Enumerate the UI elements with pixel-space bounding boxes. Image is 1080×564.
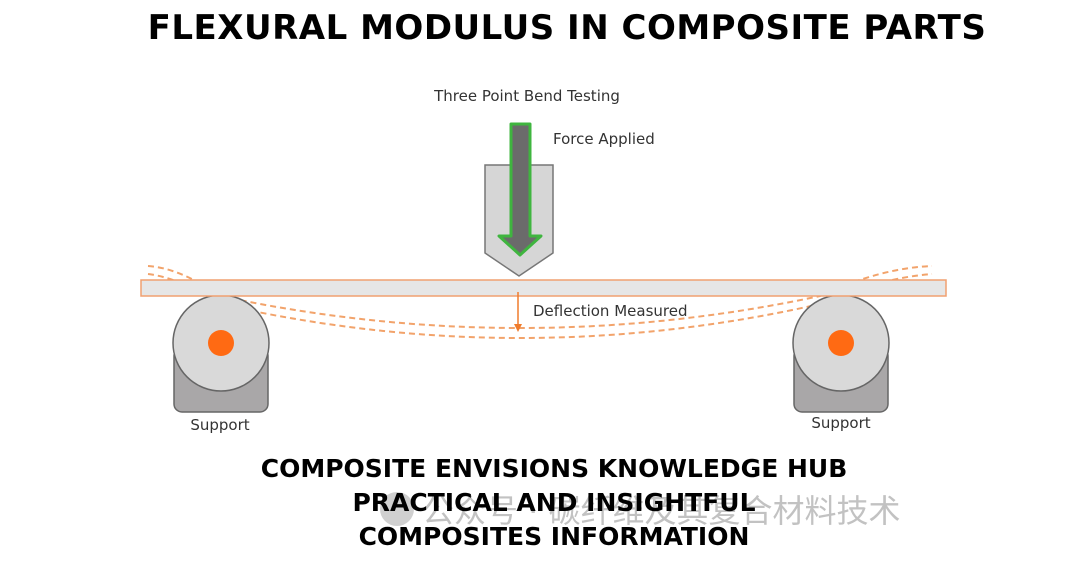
wechat-icon [380,492,414,526]
deflection-arrow-icon [514,324,522,332]
roller-pin-left [208,330,234,356]
force-label: Force Applied [553,130,655,148]
footer-line-2: PRACTICAL AND INSIGHTFUL [352,488,756,517]
deflection-label: Deflection Measured [533,302,687,320]
footer-line-3: COMPOSITES INFORMATION [358,522,750,551]
force-arrow-icon [497,122,543,257]
test-beam [140,279,947,297]
footer-line-1: COMPOSITE ENVISIONS KNOWLEDGE HUB [260,454,848,483]
watermark-text: 公众号 · 碳纤维及其复合材料技术 [422,492,901,530]
watermark: 公众号 · 碳纤维及其复合材料技术 [380,486,901,532]
support-label-right: Support [811,414,870,432]
roller-pin-right [828,330,854,356]
page-title: FLEXURAL MODULUS IN COMPOSITE PARTS [147,8,987,48]
support-label-left: Support [190,416,249,434]
diagram-heading: Three Point Bend Testing [433,87,620,105]
